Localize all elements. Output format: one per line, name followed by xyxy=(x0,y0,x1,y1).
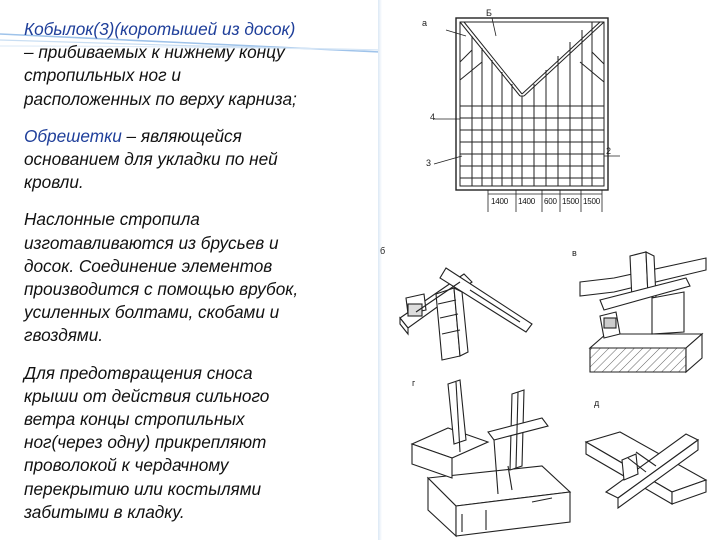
figure-d-label: д xyxy=(594,398,600,408)
post-beam-drawing xyxy=(579,251,707,374)
p2-line-2: основанием для укладки по ней xyxy=(24,149,278,170)
figure-g-wall-anchor: г xyxy=(392,374,578,538)
term-obreshetka: Обрешетки xyxy=(24,125,122,146)
divider xyxy=(378,0,382,540)
dim-3: 600 xyxy=(544,197,557,206)
dim-4: 1500 xyxy=(562,197,579,206)
decorative-swoosh xyxy=(0,33,381,53)
p4-line-2: крыши от действия сильного xyxy=(24,385,270,406)
p4-line-4: ног(через одну) прикрепляют xyxy=(24,432,267,453)
roof-plan-drawing xyxy=(433,17,634,212)
figure-a-label: а xyxy=(422,18,428,28)
p3-line-6: гвоздями. xyxy=(24,325,104,346)
paragraph-obreshetka: Обрешетки – являющейся основанием для ук… xyxy=(16,125,346,195)
p1-line-2: – прибиваемых к нижнему концу xyxy=(24,42,285,63)
paragraph-kobylki: Кобылок(3)(коротышей из досок) – прибива… xyxy=(16,18,346,111)
dim-5: 1500 xyxy=(583,197,600,206)
callout-b: Б xyxy=(486,8,492,18)
p1-line-3: стропильных ног и xyxy=(24,65,181,86)
p3-line-4: производится с помощью врубок, xyxy=(24,279,299,300)
figure-a-roof-plan: а Б 4 3 2 1400 1400 600 1500 1500 xyxy=(420,6,634,212)
text-column: Кобылок(3)(коротышей из досок) – прибива… xyxy=(16,18,346,538)
paragraph-naslonnye: Наслонные стропила изготавливаются из бр… xyxy=(16,208,346,347)
callout-3: 3 xyxy=(426,158,432,168)
p1-line-4: расположенных по верху карниза; xyxy=(24,88,297,109)
p4-line-1: Для предотвращения сноса xyxy=(24,362,253,383)
p4-line-5: проволокой к чердачному xyxy=(24,455,229,476)
wall-anchor-drawing xyxy=(410,379,572,538)
paragraph-wind: Для предотвращения сноса крыши от действ… xyxy=(16,362,346,524)
figure-v-label: в xyxy=(572,248,577,258)
p4-line-6: перекрытию или костылями xyxy=(24,478,262,499)
callout-2: 2 xyxy=(606,146,612,156)
p3-line-1: Наслонные стропила xyxy=(24,209,200,230)
p3-line-3: досок. Соединение элементов xyxy=(24,255,273,276)
figure-d-cross-joint: д xyxy=(576,394,716,522)
p3-line-5: усиленных болтами, скобами и xyxy=(24,302,280,323)
p2-line-1-rest: – являющейся xyxy=(121,125,242,146)
figure-v-post-beam: в xyxy=(566,238,718,374)
figure-b-label: б xyxy=(380,246,386,256)
term-kobylki: Кобылок(3)(коротышей из досок) xyxy=(24,19,296,39)
p4-line-3: ветра концы стропильных xyxy=(24,409,245,430)
ridge-joint-drawing xyxy=(399,267,533,361)
dim-2: 1400 xyxy=(518,197,535,206)
cross-joint-drawing xyxy=(584,431,708,510)
p4-line-7: забитыми в кладку. xyxy=(24,501,185,522)
p2-line-3: кровли. xyxy=(24,172,84,193)
figure-b-ridge-joint: б xyxy=(380,238,540,362)
dim-1: 1400 xyxy=(491,197,508,206)
callout-4: 4 xyxy=(430,112,436,122)
p3-line-2: изготавливаются из брусьев и xyxy=(24,232,279,253)
figure-g-label: г xyxy=(412,378,416,388)
